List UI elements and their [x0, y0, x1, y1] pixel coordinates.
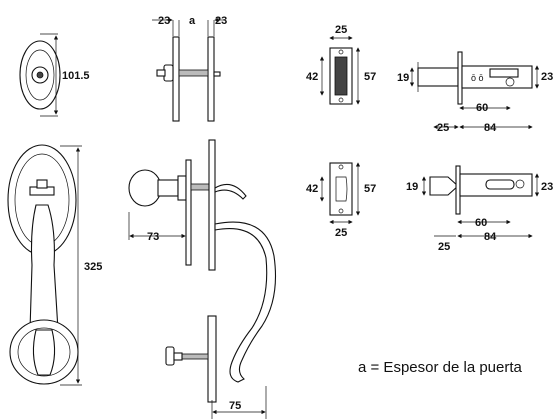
latch-strike-plate: 42 57 25 — [306, 162, 376, 239]
deadbolt-side-right-dim: 23 — [215, 15, 227, 27]
latch-strike-left-dim: 42 — [306, 183, 318, 195]
svg-text:ō ō: ō ō — [471, 73, 484, 83]
latch-strike-bottom-dim: 25 — [335, 227, 347, 239]
knob-side-view: 73 — [128, 139, 247, 271]
spring-latch-face-dim: 25 — [438, 241, 450, 253]
deadbolt-front-view: 101.5 — [19, 33, 90, 117]
latch-edge-dim: 23 — [541, 71, 553, 83]
spring-latch-height-dim: 19 — [406, 181, 418, 193]
knob-projection-dim: 73 — [147, 231, 159, 243]
handleset-height-label: 325 — [84, 261, 102, 273]
spring-latch-edge-dim: 23 — [541, 181, 553, 193]
strike-right-dim: 57 — [364, 71, 376, 83]
deadbolt-side-left-dim: 23 — [158, 15, 170, 27]
spring-latch: 19 23 60 25 84 — [406, 165, 553, 253]
handle-side-view: 75 — [165, 221, 277, 419]
handle-width-dim: 75 — [229, 400, 241, 412]
latch-length-dim: 84 — [484, 122, 497, 134]
door-thickness-symbol: a — [189, 15, 196, 27]
deadbolt-side-view: 23 a 23 — [152, 15, 227, 122]
strike-left-dim: 42 — [306, 71, 318, 83]
latch-height-dim: 19 — [397, 72, 409, 84]
latch-strike-right-dim: 57 — [364, 183, 376, 195]
handleset-front-view: 325 — [7, 144, 102, 386]
deadbolt-latch: ō ō 19 23 60 25 84 — [397, 51, 553, 134]
spring-latch-backset-dim: 60 — [475, 217, 487, 229]
strike-top-dim: 25 — [335, 24, 347, 36]
spring-latch-length-dim: 84 — [484, 231, 497, 243]
door-thickness-legend: a = Espesor de la puerta — [358, 359, 523, 376]
deadbolt-width-label: 101.5 — [62, 70, 90, 82]
latch-backset-dim: 60 — [476, 102, 488, 114]
latch-face-dim: 25 — [437, 122, 449, 134]
deadbolt-strike-plate: 25 42 57 — [306, 24, 376, 105]
